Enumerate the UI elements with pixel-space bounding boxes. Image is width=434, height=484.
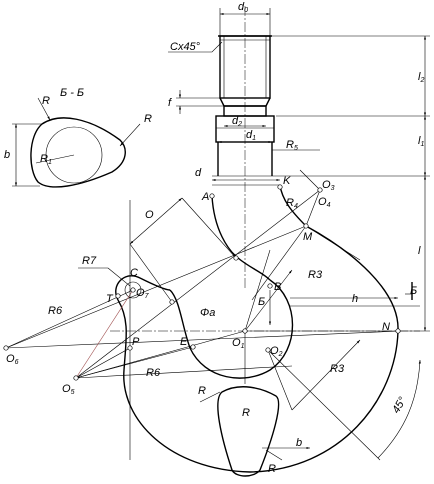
label-O: O: [145, 209, 154, 221]
label-K: K: [283, 175, 291, 187]
label-O3: O3: [322, 179, 335, 192]
label-d2: d2: [232, 115, 242, 128]
label-R-bottom-inner: R: [242, 407, 250, 419]
hook-shank: [212, 6, 280, 290]
label-section-R1: R1: [40, 153, 52, 166]
dimension-f: [176, 90, 224, 114]
label-R6-top: R6: [48, 305, 63, 317]
text-labels: d0 Cx45° l2 f d2 d1 l1 R5 d A K O3 O4 R4…: [4, 1, 424, 475]
label-R5: R5: [286, 139, 298, 152]
label-P: P: [132, 336, 140, 348]
label-b-section-right: Б: [410, 285, 417, 297]
label-d0: d0: [238, 1, 248, 14]
label-R6-bottom: R6: [146, 367, 161, 379]
dimension-d0: [219, 8, 271, 36]
construction-points: [3, 184, 401, 381]
label-section-R-right: R: [144, 113, 152, 125]
label-b-section-mid: Б: [258, 296, 265, 308]
label-N: N: [382, 321, 390, 333]
label-C: C: [130, 267, 138, 279]
hook-body: [115, 184, 399, 473]
label-R3-bottom: R3: [330, 363, 345, 375]
label-chamfer: Cx45°: [170, 41, 201, 53]
label-A: A: [201, 191, 209, 203]
label-l1: l1: [418, 135, 424, 148]
label-O2: O2: [270, 345, 283, 358]
label-d1: d1: [246, 129, 256, 142]
label-E: E: [180, 336, 188, 348]
label-R7: R7: [82, 255, 97, 267]
label-h: h: [352, 293, 358, 305]
label-l: l: [418, 245, 421, 257]
vertical-dimensions: [270, 35, 430, 332]
bottom-cross-section: [217, 386, 280, 477]
label-phi-a: Φa: [200, 307, 215, 319]
label-angle-45: 45°: [390, 395, 409, 416]
label-R3-top: R3: [308, 269, 323, 281]
section-title: Б - Б: [60, 87, 84, 99]
label-O7: O7: [136, 287, 150, 300]
label-T: T: [106, 293, 114, 305]
label-O6: O6: [6, 353, 19, 366]
label-O4: O4: [318, 196, 331, 209]
label-l2: l2: [418, 71, 424, 84]
label-O1: O1: [232, 337, 245, 350]
label-f: f: [168, 97, 172, 109]
label-R-bottom-right: R: [268, 463, 276, 475]
label-R-bottom-left: R: [198, 385, 206, 397]
construction-lines: [5, 169, 421, 461]
label-R4: R4: [286, 197, 298, 210]
chamfer-leader: [168, 41, 223, 53]
section-b-b: [12, 97, 141, 188]
label-section-R-left: R: [42, 95, 50, 107]
label-section-b: b: [4, 149, 10, 161]
label-M: M: [303, 231, 313, 243]
label-b-bottom: b: [296, 437, 302, 449]
label-d: d: [195, 167, 202, 179]
label-B: B: [274, 281, 281, 293]
label-O5: O5: [62, 383, 75, 396]
